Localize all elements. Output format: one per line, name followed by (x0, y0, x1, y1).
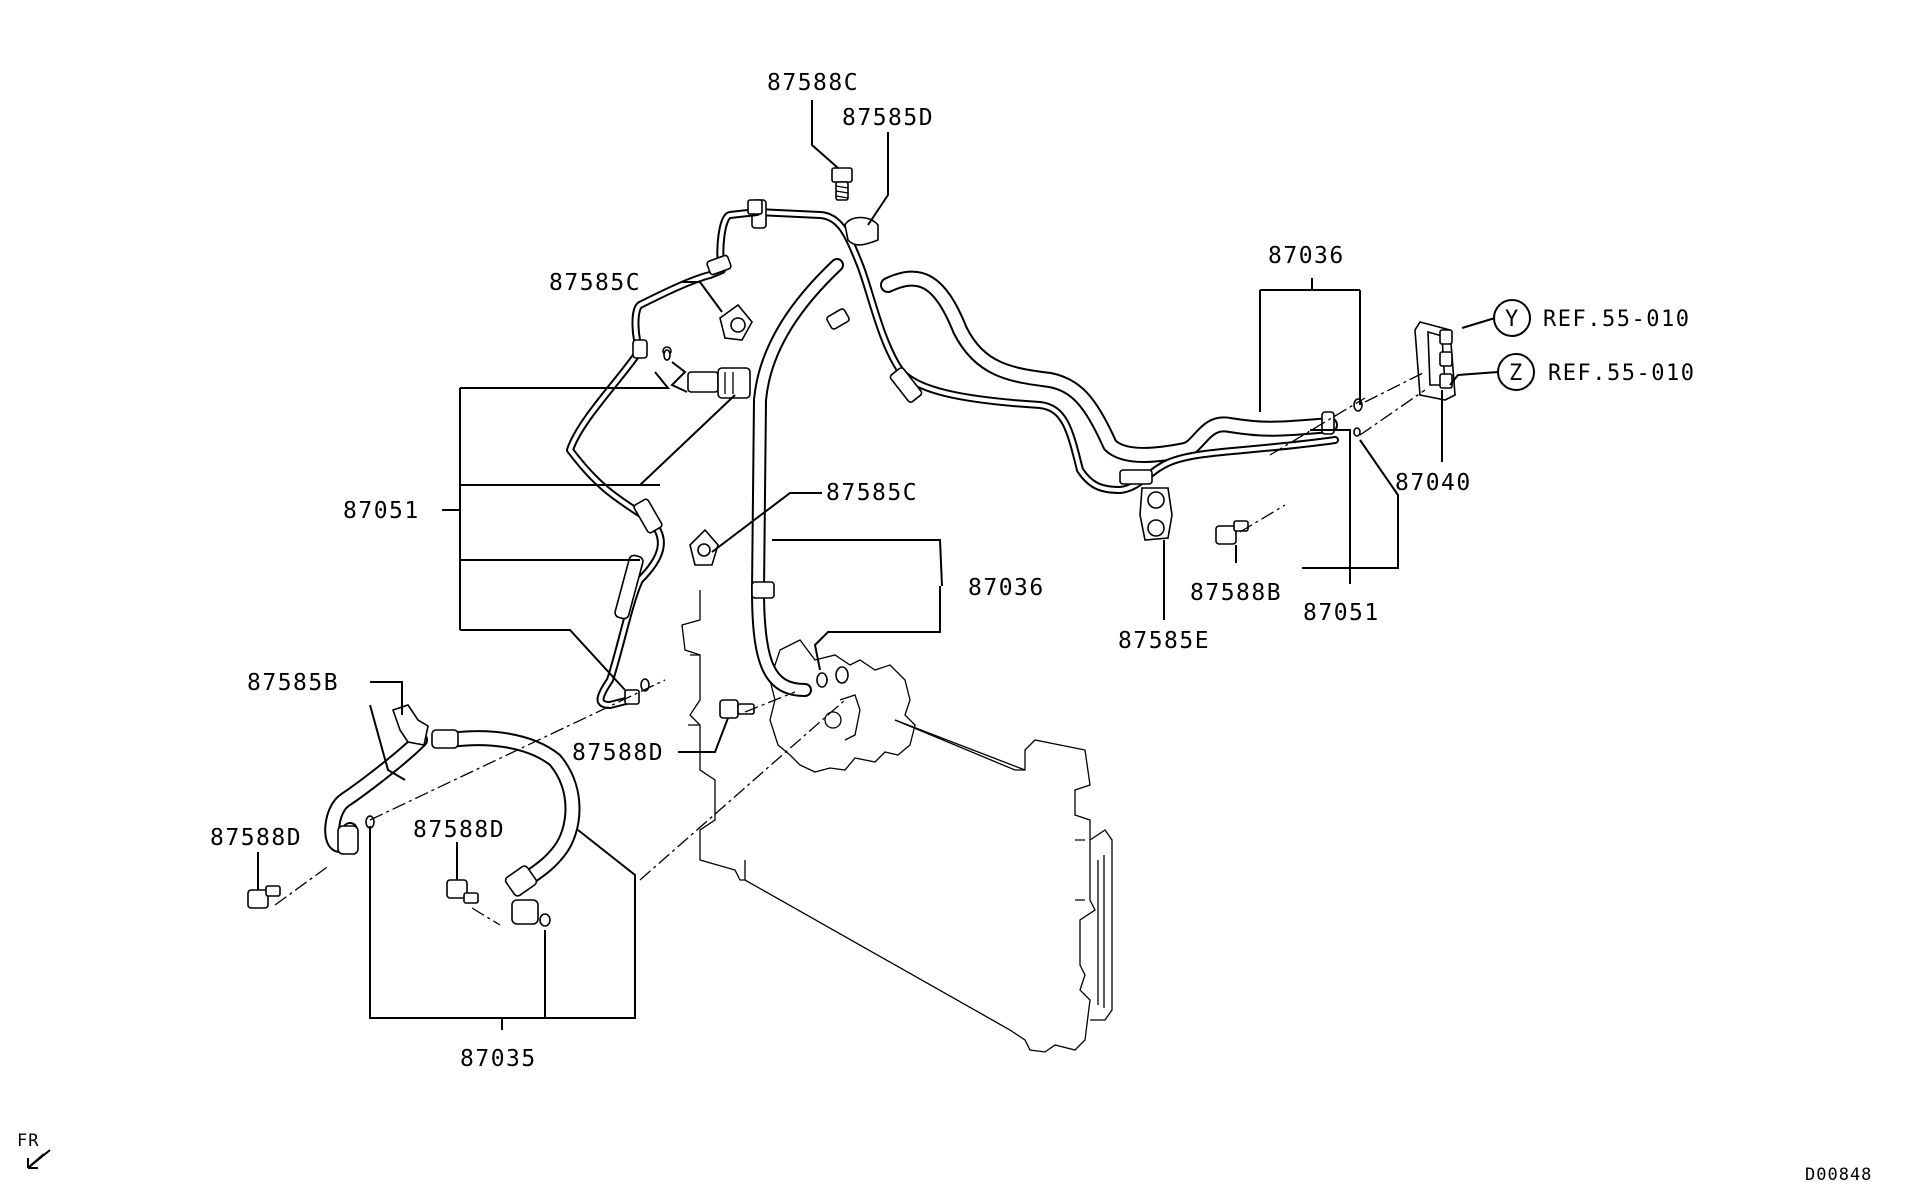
reference-z-circle (1497, 353, 1535, 391)
part-pressure-switch (662, 346, 751, 399)
ac-unit-housing (681, 590, 1113, 1053)
label-87588D-low: 87588D (413, 817, 505, 843)
label-87036-mid: 87036 (968, 575, 1045, 601)
part-clip-87585D (844, 216, 879, 246)
orientation-arrow-icon (27, 1149, 51, 1169)
reference-y: Y REF.55-010 (1493, 299, 1690, 337)
part-bolt-87588D-mid (719, 699, 755, 719)
part-bolt-87588C (831, 167, 853, 201)
hose-87035-discharge (324, 729, 581, 925)
hose-87036-upper (880, 270, 1338, 463)
part-expansion-valve-87040 (1414, 321, 1456, 401)
leader-lines (257, 100, 1499, 1030)
part-bracket-87585E (1139, 487, 1173, 541)
reference-z-letter: Z (1509, 361, 1524, 386)
label-87585E: 87585E (1118, 628, 1210, 654)
label-87036-top: 87036 (1268, 243, 1345, 269)
label-87040: 87040 (1395, 470, 1472, 496)
label-87585D: 87585D (842, 105, 934, 131)
part-grommet-87585C-top (719, 303, 753, 341)
assembly-guide-lines (274, 371, 1426, 926)
label-87585C-top: 87585C (549, 270, 641, 296)
label-87588D-left: 87588D (210, 825, 302, 851)
reference-y-letter: Y (1505, 307, 1520, 332)
figure-code: D00848 (1805, 1165, 1872, 1185)
front-orientation-indicator: FR (17, 1131, 51, 1169)
part-grommet-87585C-mid (689, 528, 719, 566)
label-87588C: 87588C (767, 70, 859, 96)
label-87588D-mid: 87588D (572, 740, 664, 766)
reference-y-circle (1493, 299, 1531, 337)
reference-z-text: REF.55-010 (1548, 361, 1695, 386)
pipe-87051-liquid-line (566, 199, 1339, 709)
label-87585C-mid: 87585C (826, 480, 918, 506)
part-clip-87585B (391, 704, 429, 746)
label-87051-right: 87051 (1303, 600, 1380, 626)
reference-z: Z REF.55-010 (1497, 353, 1695, 391)
orientation-text: FR (17, 1131, 39, 1151)
label-87035: 87035 (460, 1046, 537, 1072)
part-bolt-87588B (1215, 520, 1249, 545)
reference-y-text: REF.55-010 (1543, 307, 1690, 332)
label-87585B: 87585B (247, 670, 339, 696)
hose-87036-vertical (751, 258, 850, 697)
label-87051-left: 87051 (343, 498, 420, 524)
part-bolt-87588D-left (247, 885, 281, 909)
compressor-housing (769, 639, 1026, 773)
part-bolt-87588D-low (446, 879, 479, 904)
label-87588B: 87588B (1190, 580, 1282, 606)
